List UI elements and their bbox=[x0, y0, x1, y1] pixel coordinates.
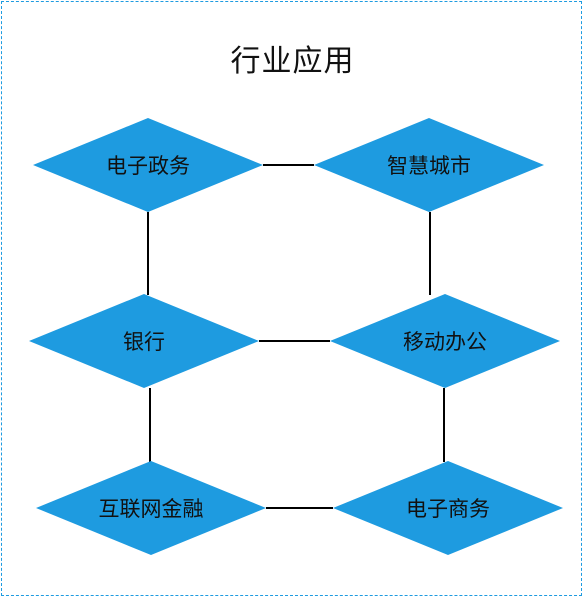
node-shape bbox=[29, 294, 259, 388]
connectors bbox=[147, 164, 445, 509]
node-label: 电子商务 bbox=[406, 497, 490, 521]
node-label: 移动办公 bbox=[403, 330, 487, 354]
node-label: 银行 bbox=[123, 330, 165, 354]
node-egov[interactable]: 电子政务 bbox=[33, 118, 263, 212]
node-label: 互联网金融 bbox=[99, 497, 204, 521]
node-label: 智慧城市 bbox=[387, 154, 471, 178]
node-shape bbox=[33, 118, 263, 212]
diagram-title: 行业应用 bbox=[230, 44, 355, 79]
node-label: 电子政务 bbox=[106, 154, 190, 178]
node-shape bbox=[36, 461, 266, 555]
node-bank[interactable]: 银行 bbox=[29, 294, 259, 388]
node-shape bbox=[330, 294, 560, 388]
node-internetfinance[interactable]: 互联网金融 bbox=[36, 461, 266, 555]
node-shape bbox=[333, 461, 563, 555]
node-shape bbox=[314, 118, 544, 212]
node-ecommerce[interactable]: 电子商务 bbox=[333, 461, 563, 555]
node-smartcity[interactable]: 智慧城市 bbox=[314, 118, 544, 212]
node-mobileoffice[interactable]: 移动办公 bbox=[330, 294, 560, 388]
